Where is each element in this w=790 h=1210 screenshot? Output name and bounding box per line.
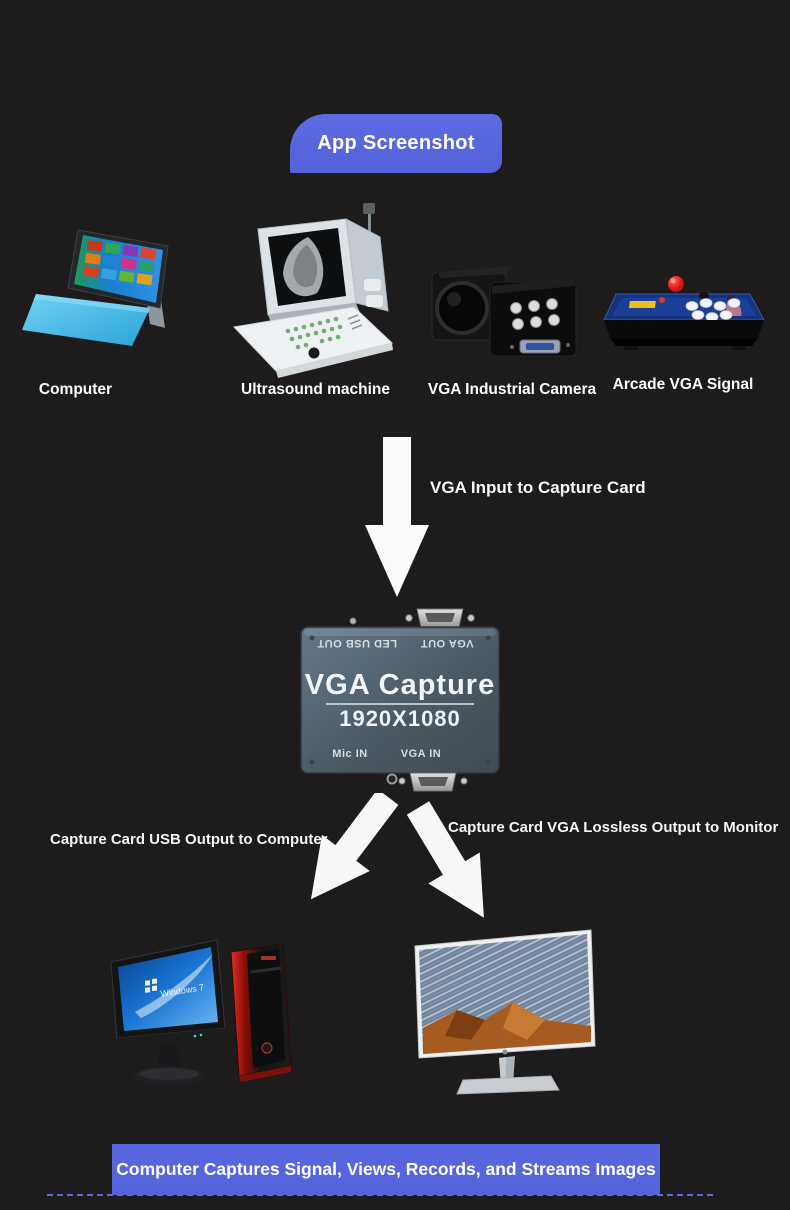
- capture-card-title: VGA Capture: [304, 669, 496, 701]
- down-arrow-icon: [365, 437, 429, 597]
- capture-port-label-usb-out: LED USB OUT: [316, 637, 398, 649]
- flow-input-label: VGA Input to Capture Card: [430, 478, 646, 497]
- flow-usb-output-label: Capture Card USB Output to Computer: [50, 831, 328, 848]
- down-right-arrow-icon: [406, 801, 484, 918]
- source-label-ultrasound: Ultrasound machine: [241, 381, 390, 398]
- monitor-icon: [414, 929, 596, 1095]
- section-badge-label: App Screenshot: [317, 132, 475, 154]
- capture-card-divider: [326, 703, 474, 705]
- flow-vga-output-label: Capture Card VGA Lossless Output to Moni…: [448, 819, 779, 836]
- desktop-computer-icon: Windows 7: [110, 939, 292, 1085]
- down-left-arrow-icon: [310, 793, 399, 900]
- source-label-industrial-camera: VGA Industrial Camera: [427, 381, 597, 398]
- capture-port-label-vga-in: VGA IN: [400, 748, 442, 760]
- arcade-stick-icon: [603, 276, 765, 350]
- vga-capture-card-image: [300, 608, 500, 792]
- source-label-arcade: Arcade VGA Signal: [612, 376, 754, 393]
- source-label-computer: Computer: [38, 381, 113, 398]
- footer-banner: Computer Captures Signal, Views, Records…: [112, 1144, 660, 1195]
- section-badge: App Screenshot: [290, 114, 502, 173]
- ultrasound-machine-icon: [232, 203, 394, 378]
- capture-port-label-vga-out: VGA OUT: [420, 637, 474, 649]
- surface-tablet-icon: [22, 229, 169, 346]
- footer-dashed-line: [47, 1194, 713, 1196]
- capture-card-resolution: 1920X1080: [339, 706, 461, 731]
- footer-banner-label: Computer Captures Signal, Views, Records…: [116, 1159, 656, 1179]
- industrial-camera-icon: [431, 266, 577, 357]
- capture-port-label-mic-in: Mic IN: [332, 748, 368, 760]
